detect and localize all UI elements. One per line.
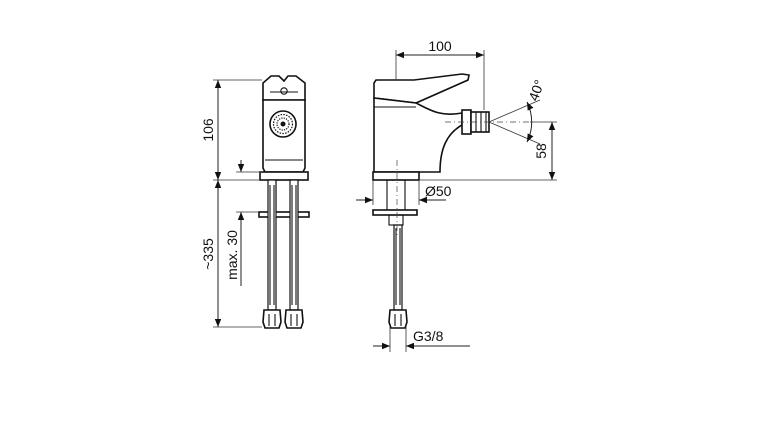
hose-nut-left xyxy=(262,309,282,329)
side-hose xyxy=(393,224,403,311)
side-hose-nut xyxy=(388,309,408,329)
dim-label-100: 100 xyxy=(428,38,452,54)
dim-label-d50: Ø50 xyxy=(425,183,452,199)
front-base xyxy=(259,171,309,181)
side-lever xyxy=(373,73,470,104)
front-mounting-plate xyxy=(258,211,310,218)
aerator-icon xyxy=(269,110,297,138)
side-base xyxy=(372,171,420,181)
dim-label-58: 58 xyxy=(533,143,549,159)
dim-label-max30: max. 30 xyxy=(224,230,240,280)
side-view: 100 40° 58 Ø50 G3/8 xyxy=(356,38,557,352)
dim-label-106: 106 xyxy=(200,118,216,142)
side-mounting-plate xyxy=(372,209,418,216)
side-body xyxy=(373,97,463,173)
hose-left xyxy=(267,179,277,311)
hose-nut-right xyxy=(284,309,304,329)
front-view: 106 ~335 max. 30 xyxy=(200,75,310,329)
dim-label-angle: 40° xyxy=(525,78,547,103)
dim-label-335: ~335 xyxy=(200,238,216,270)
dim-label-thread: G3/8 xyxy=(413,328,444,344)
hose-right xyxy=(289,179,299,311)
